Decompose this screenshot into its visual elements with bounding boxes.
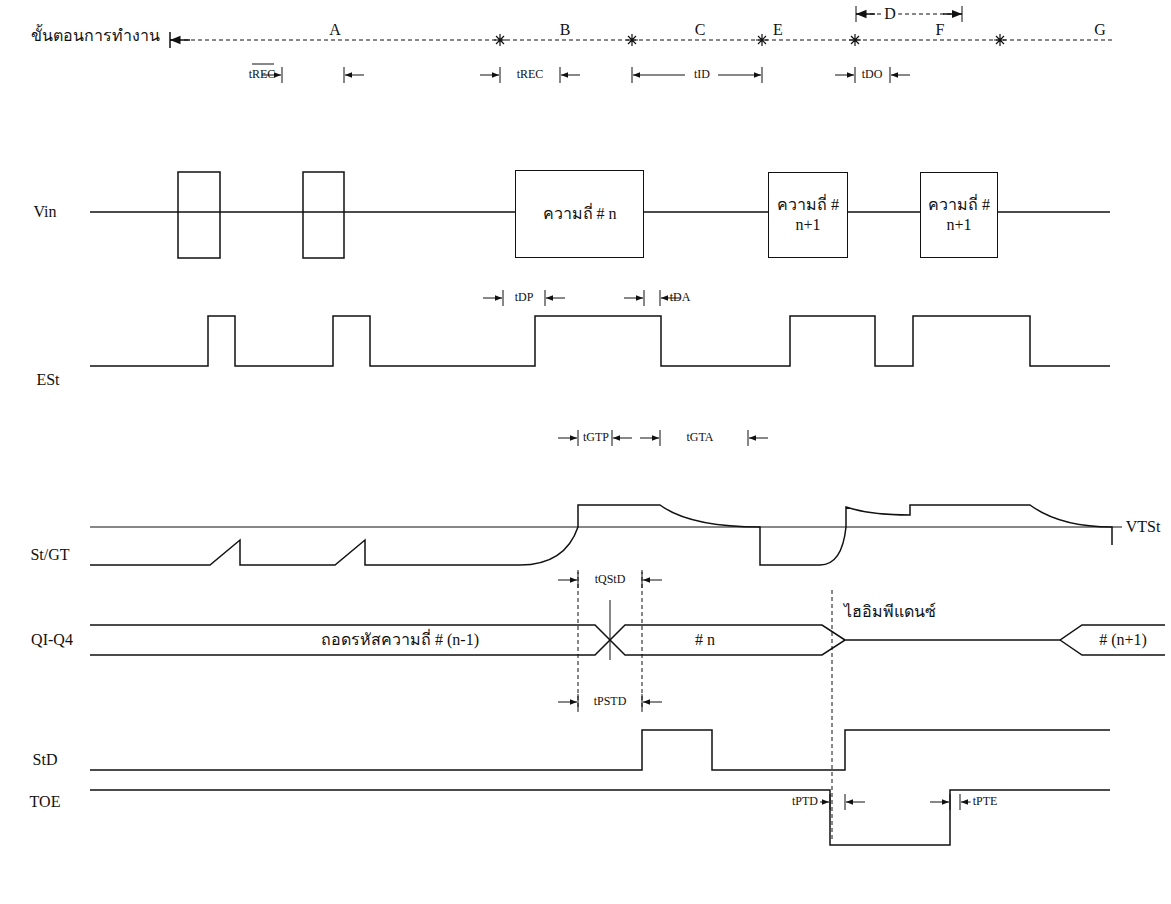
timing-param: tID [692,68,712,81]
waveform [578,572,642,588]
waveform [494,34,506,46]
arrow [170,39,190,41]
node-text: ความถี่ # n [539,200,621,228]
stage-letter: F [934,21,947,39]
waveform [503,290,545,306]
arrow [643,702,662,703]
arrow [846,802,865,803]
arrow [856,13,875,15]
arrow [558,580,577,581]
arrow [624,298,643,299]
waveform [90,625,1165,655]
waveform [855,67,890,83]
frequency-burst-box: ความถี่ # n+1 [920,172,998,258]
waveform [303,172,344,258]
node-text: ความถี่ # n+1 [769,191,847,239]
node-text: ความถี่ # n+1 [921,191,997,239]
stage-letter: C [693,21,708,39]
waveform [170,40,1112,41]
waveform [90,730,1110,770]
arrow [613,438,632,439]
threshold-label: VTSt [1124,518,1163,536]
waveform [578,430,612,446]
timing-param: tQStD [593,573,628,586]
waveform [644,290,660,306]
arrow [930,802,949,803]
waveform [500,67,560,83]
timing-param: tGTP [581,431,611,444]
timing-param: tREC [247,68,278,81]
arrow [943,13,962,15]
signal-name: TOE [28,793,63,811]
stage-letter: G [1092,21,1108,39]
arrow [835,75,854,76]
arrow [483,298,502,299]
signal-name: QI-Q4 [29,631,75,649]
waveform [578,570,642,712]
waveform [994,34,1006,46]
waveform [660,430,748,446]
timing-param: tREC [515,68,546,81]
stage-letter: E [771,21,785,39]
arrow [480,75,499,76]
bus-state: # (n+1) [1097,631,1149,649]
waveform [626,34,638,46]
timing-param: tPTE [971,795,1000,808]
stage-letter: D [882,5,898,23]
waveform [950,794,960,810]
stage-letter: B [558,21,573,39]
waveform [632,67,762,83]
arrow [561,75,580,76]
arrow [546,298,565,299]
timing-param: tPSTD [592,695,629,708]
waveform [832,590,833,840]
timing-param: tDA [668,291,693,304]
timing-param: tPTD [790,795,820,808]
signal-name: ESt [34,371,61,389]
waveform [856,14,962,15]
bus-state: # n [693,631,717,649]
waveform [252,64,274,65]
signal-name: St/GT [28,546,71,564]
waveform [90,625,1165,655]
stage-heading: ขั้นตอนการทำงาน [29,27,162,45]
frequency-burst-box: ความถี่ # n [515,170,644,258]
arrow [558,438,577,439]
arrow [640,438,659,439]
bus-state: ไฮอิมพีแดนซ์ [842,603,938,621]
waveform [178,172,220,258]
arrow [643,580,662,581]
waveform [282,67,344,83]
bus-state: ถอดรหัสความถี่ # (n-1) [319,631,481,649]
arrow [558,702,577,703]
arrow [633,75,685,76]
arrow [891,75,910,76]
arrow [718,75,761,76]
waveform [849,34,861,46]
waveform [856,6,962,22]
arrow [749,438,768,439]
timing-param: tGTA [684,431,715,444]
timing-param: tDP [513,291,536,304]
waveform [90,505,1112,565]
waveform [610,600,611,660]
stage-letter: A [327,21,343,39]
signal-name: StD [31,751,60,769]
waveform [90,790,1110,845]
tick [169,32,171,48]
timing-param: tDO [860,68,885,81]
waveform [90,316,1110,366]
waveform [756,34,768,46]
arrow [345,75,364,76]
waveform [578,694,642,710]
signal-name: Vin [31,203,58,221]
frequency-burst-box: ความถี่ # n+1 [768,172,848,258]
waveform [90,526,1122,527]
